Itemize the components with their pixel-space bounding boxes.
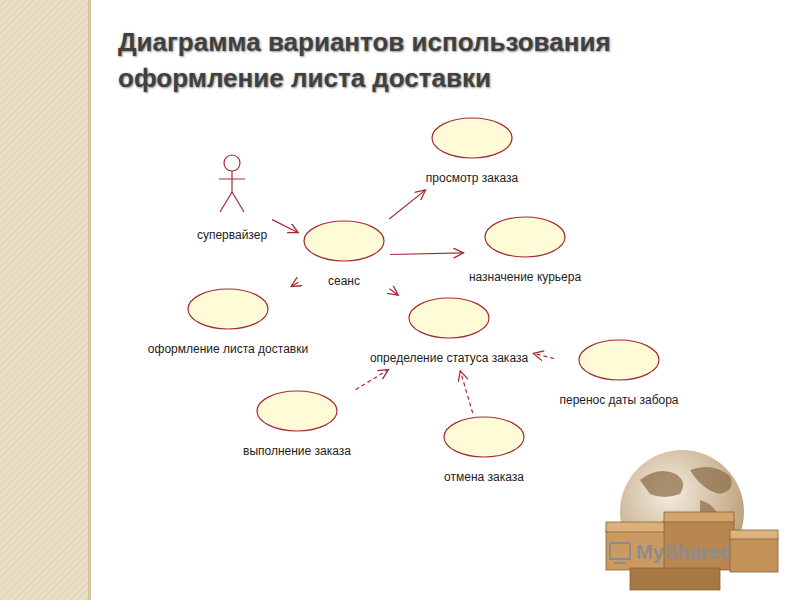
slide-title: Диаграмма вариантов использования оформл…: [118, 24, 658, 96]
use-case: оформление листа доставки: [146, 288, 311, 359]
use-case: просмотр заказа: [424, 117, 521, 188]
association-arrow: [389, 190, 425, 219]
use-case-label: просмотр заказа: [426, 171, 518, 186]
dependency-arrow: [533, 353, 554, 358]
use-case-ellipse: [187, 288, 269, 330]
watermark-icon: [610, 543, 630, 563]
use-case-label: перенос даты забора: [559, 393, 678, 408]
actor-figure: [216, 154, 248, 216]
globe: [620, 450, 744, 574]
use-case-ellipse: [484, 216, 566, 258]
use-case-ellipse: [578, 339, 660, 381]
use-case-label: оформление листа доставки: [148, 342, 308, 357]
association-arrow: [272, 220, 298, 233]
use-case: сеанс: [301, 220, 387, 291]
use-case: выполнение заказа: [241, 390, 353, 461]
use-case-ellipse: [256, 390, 338, 432]
use-case: определение статуса заказа: [368, 297, 531, 368]
use-case-label: супервайзер: [197, 228, 267, 243]
association-arrow: [291, 282, 298, 286]
use-case-label: определение статуса заказа: [370, 351, 528, 366]
use-case-label: назначение курьера: [469, 270, 581, 285]
side-band: [0, 0, 88, 600]
use-case-ellipse: [408, 297, 490, 339]
use-case-label: сеанс: [328, 274, 360, 289]
watermark: MyShared: [636, 541, 732, 564]
actor: супервайзер: [195, 154, 270, 245]
use-case-ellipse: [431, 117, 513, 159]
use-case: перенос даты забора: [557, 339, 681, 410]
use-case-label: отмена заказа: [444, 470, 524, 485]
use-case: назначение курьера: [467, 216, 584, 287]
dependency-arrow: [356, 370, 389, 390]
dependency-arrow: [460, 371, 472, 413]
use-case: отмена заказа: [441, 416, 527, 487]
use-case-label: выполнение заказа: [243, 444, 351, 459]
association-arrow: [389, 289, 398, 295]
use-case-ellipse: [303, 220, 385, 262]
side-band-line: [88, 0, 91, 600]
use-case-ellipse: [443, 416, 525, 458]
boxes: [606, 512, 778, 590]
association-arrow: [390, 253, 464, 255]
